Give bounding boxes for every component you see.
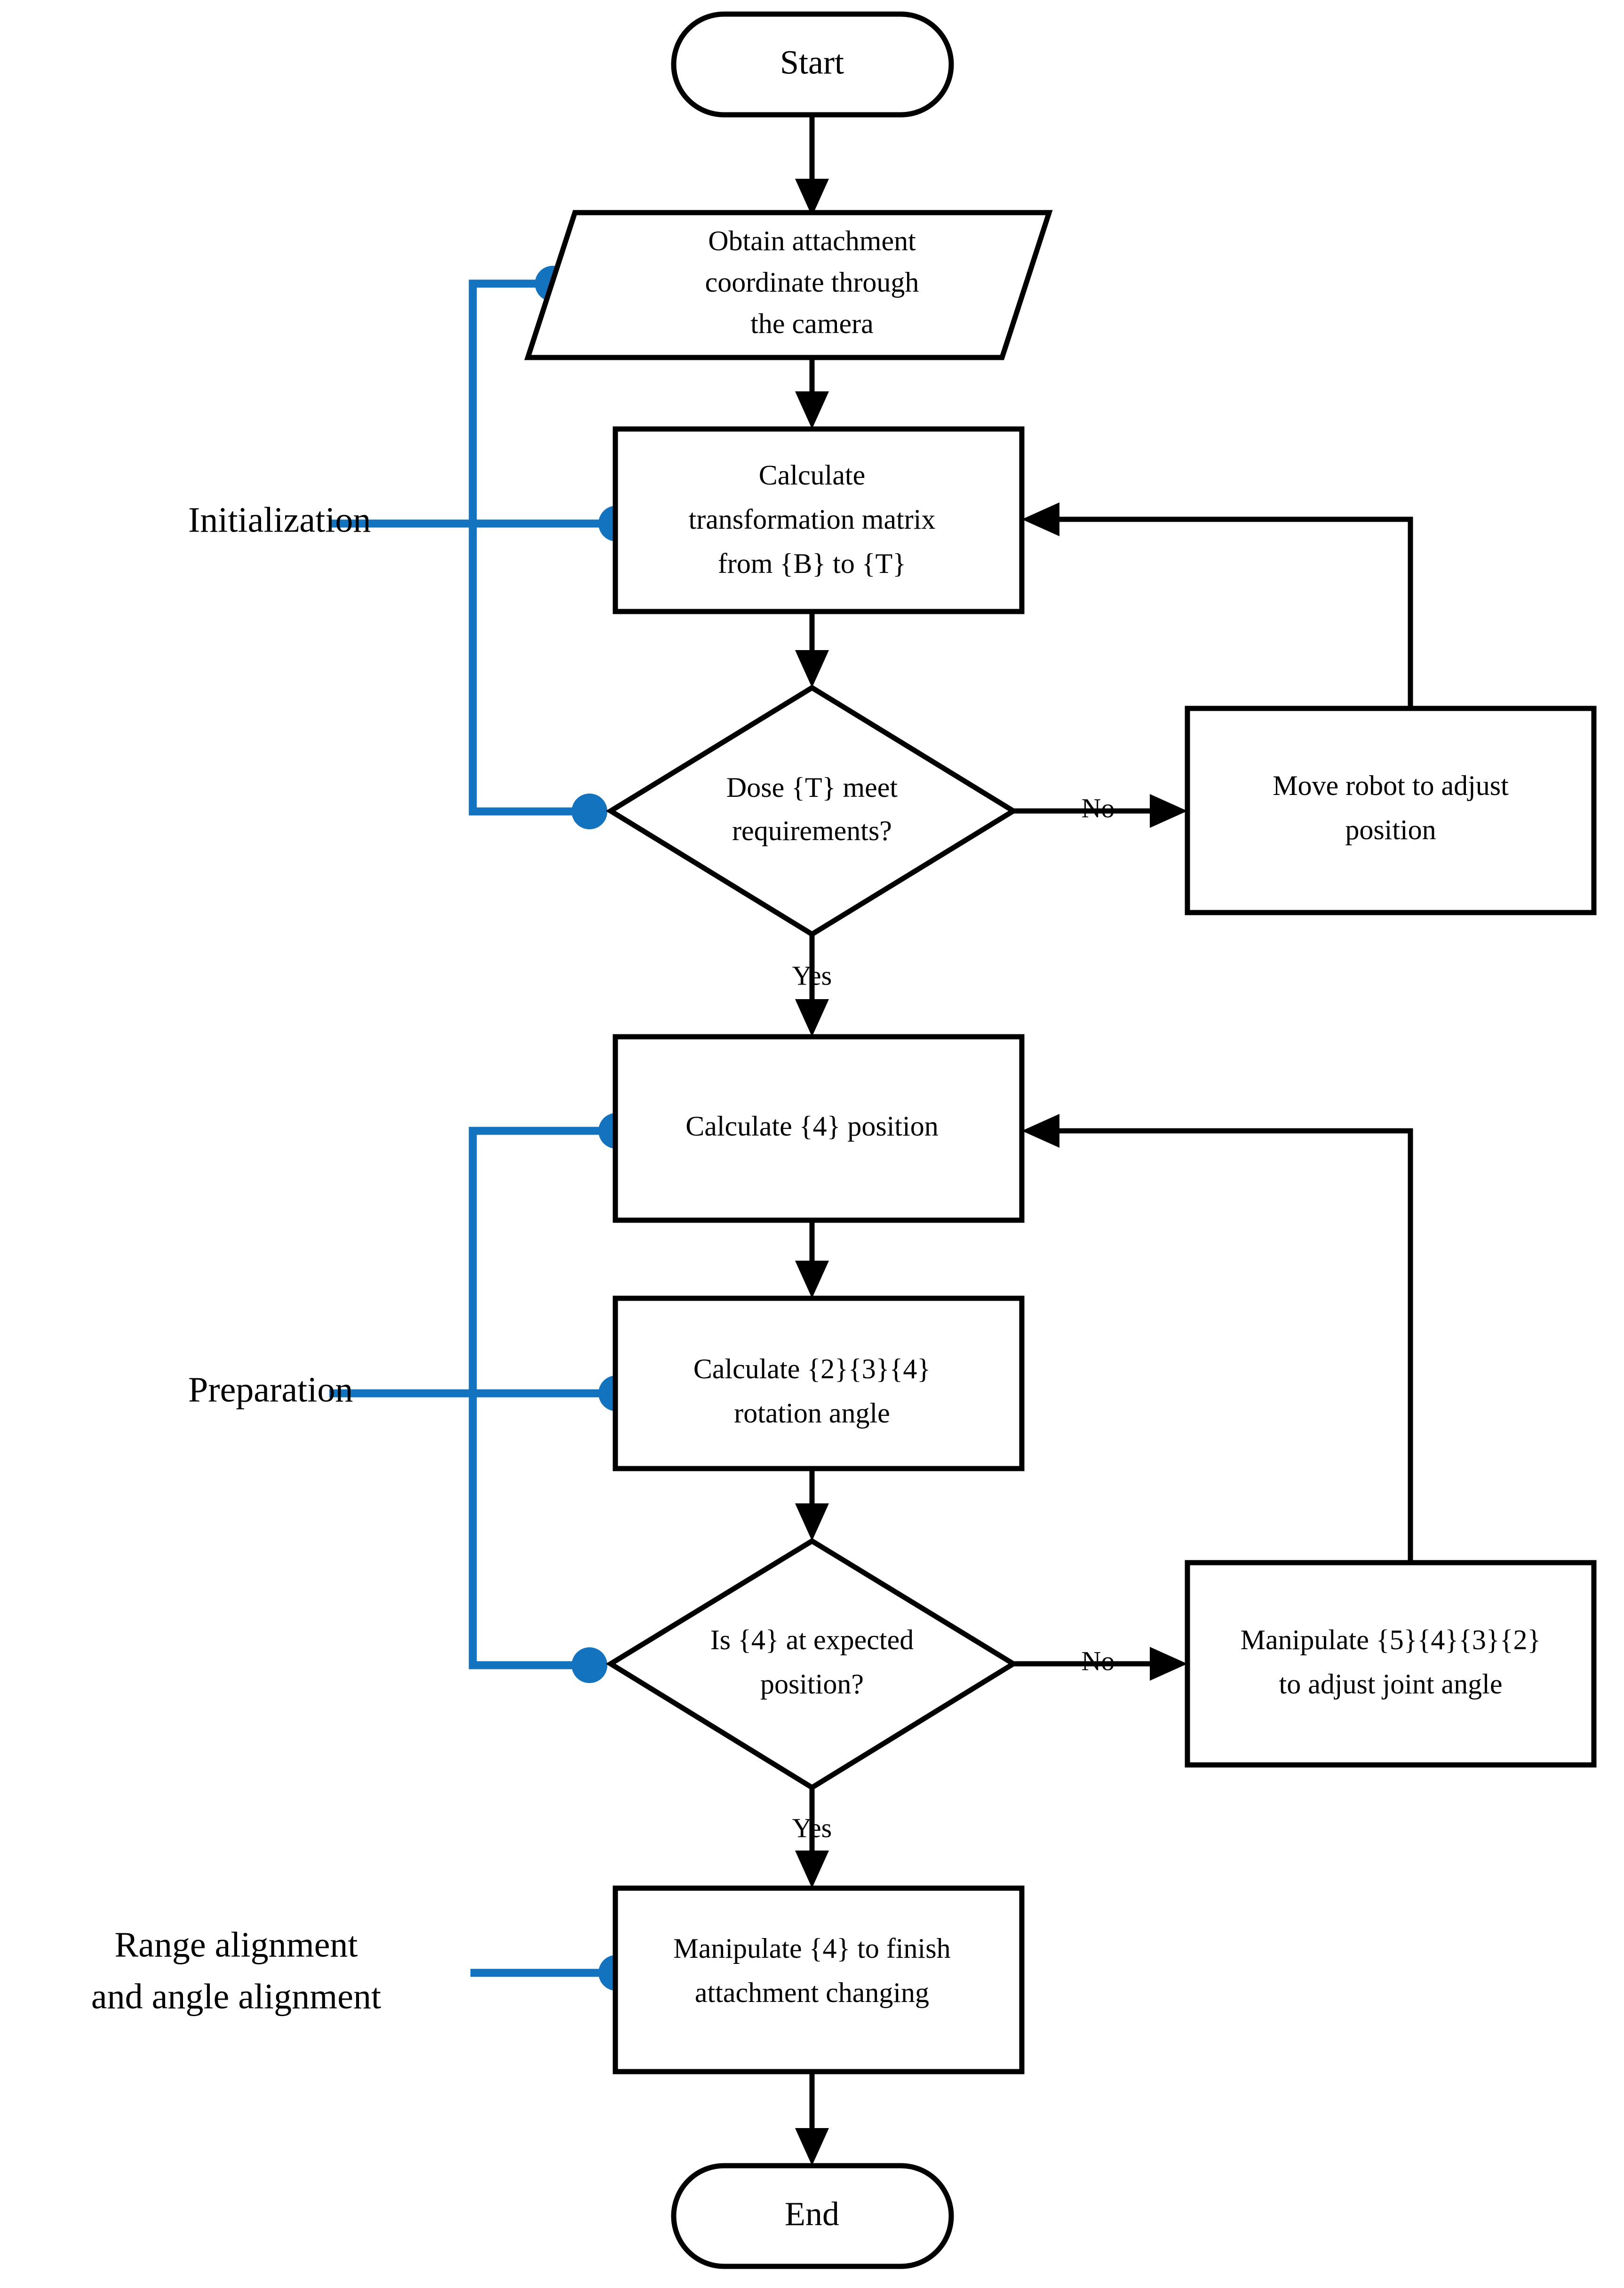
edge-decision2-yes-to-manipulate-finish <box>795 1788 829 1888</box>
node-move-robot-label: Move robot to adjust position <box>1273 770 1509 845</box>
group-bracket-range-alignment <box>470 1955 634 1991</box>
edge-rotation-to-decision2 <box>795 1469 829 1541</box>
edge-obtain-to-transform <box>795 358 829 429</box>
svg-text:Manipulate {4} to finish: Manipulate {4} to finish <box>673 1933 950 1964</box>
svg-text:rotation angle: rotation angle <box>734 1398 890 1429</box>
node-calc-rotation-label: Calculate {2}{3}{4} rotation angle <box>693 1353 931 1429</box>
node-obtain-coordinate-label: Obtain attachment coordinate through the… <box>705 225 919 339</box>
edge-label-no-1: No <box>1082 793 1115 823</box>
group-dot-initialization-bottom <box>572 794 607 829</box>
node-start-shape[interactable] <box>671 11 954 118</box>
edge-manipulate-joints-feedback <box>1022 1114 1413 1563</box>
svg-text:Manipulate {5}{4}{3}{2}: Manipulate {5}{4}{3}{2} <box>1241 1624 1541 1655</box>
node-manipulate-finish-shape[interactable] <box>613 1885 1025 2074</box>
edge-move-robot-feedback <box>1022 502 1413 708</box>
node-obtain-coordinate-shape[interactable] <box>524 210 1053 360</box>
svg-text:Obtain attachment: Obtain attachment <box>708 225 916 256</box>
node-calc-transform-label: Calculate transformation matrix from {B}… <box>689 460 936 579</box>
svg-text:attachment changing: attachment changing <box>695 1977 929 2008</box>
svg-text:Is {4} at expected: Is {4} at expected <box>710 1624 914 1655</box>
group-label-initialization: Initialization <box>188 500 371 540</box>
node-start-label: Start <box>780 44 844 81</box>
edge-label-no-2: No <box>1082 1645 1115 1676</box>
edge-decision1-no-to-move-robot <box>1013 794 1187 828</box>
svg-text:position: position <box>1345 814 1436 845</box>
node-calc4-position-shape[interactable] <box>613 1034 1025 1223</box>
node-move-robot-shape[interactable] <box>1185 706 1597 915</box>
edge-manipulate-finish-to-end <box>795 2072 829 2166</box>
node-decision-4-label: Is {4} at expected position? <box>710 1624 914 1700</box>
node-end-label: End <box>785 2195 839 2233</box>
edge-calc4-to-rotation <box>795 1220 829 1298</box>
svg-text:Calculate: Calculate <box>759 460 866 491</box>
node-end-shape[interactable] <box>671 2163 954 2269</box>
node-calc-rotation-shape[interactable] <box>613 1295 1025 1471</box>
edge-start-to-obtain <box>795 115 829 216</box>
group-dot-preparation-bottom <box>572 1647 607 1683</box>
edge-decision2-no-to-manipulate-joints <box>1013 1647 1187 1681</box>
svg-text:to adjust joint angle: to adjust joint angle <box>1279 1668 1503 1700</box>
svg-text:and angle alignment: and angle alignment <box>91 1977 381 2016</box>
edge-decision1-yes-to-calc4 <box>795 934 829 1037</box>
node-decision-t-label: Dose {T} meet requirements? <box>726 772 898 846</box>
node-decision-t-shape[interactable] <box>605 684 1019 937</box>
node-manipulate-joints-shape[interactable] <box>1185 1560 1597 1768</box>
node-manipulate-finish-label: Manipulate {4} to finish attachment chan… <box>673 1933 950 2008</box>
svg-text:Move robot to adjust: Move robot to adjust <box>1273 770 1509 801</box>
svg-text:requirements?: requirements? <box>732 815 892 846</box>
svg-text:Range alignment: Range alignment <box>114 1925 358 1964</box>
group-bracket-preparation <box>329 1113 634 1683</box>
svg-text:position?: position? <box>760 1668 864 1700</box>
edge-transform-to-decision1 <box>795 612 829 688</box>
node-decision-4-shape[interactable] <box>605 1538 1019 1791</box>
node-manipulate-joints-label: Manipulate {5}{4}{3}{2} to adjust joint … <box>1241 1624 1541 1700</box>
node-calc-transform-shape[interactable] <box>613 426 1025 614</box>
svg-text:coordinate through: coordinate through <box>705 267 919 298</box>
group-label-range-alignment: Range alignment and angle alignment <box>91 1925 381 2016</box>
svg-text:Calculate {2}{3}{4}: Calculate {2}{3}{4} <box>693 1353 931 1384</box>
svg-text:from {B} to {T}: from {B} to {T} <box>718 548 906 579</box>
svg-text:transformation matrix: transformation matrix <box>689 504 936 535</box>
node-calc4-position-label: Calculate {4} position <box>685 1111 939 1142</box>
group-label-preparation: Preparation <box>188 1370 353 1409</box>
svg-text:the camera: the camera <box>750 308 873 339</box>
svg-text:Dose {T} meet: Dose {T} meet <box>726 772 898 803</box>
edge-label-yes-2: Yes <box>792 1812 832 1843</box>
edge-label-yes-1: Yes <box>792 960 832 991</box>
